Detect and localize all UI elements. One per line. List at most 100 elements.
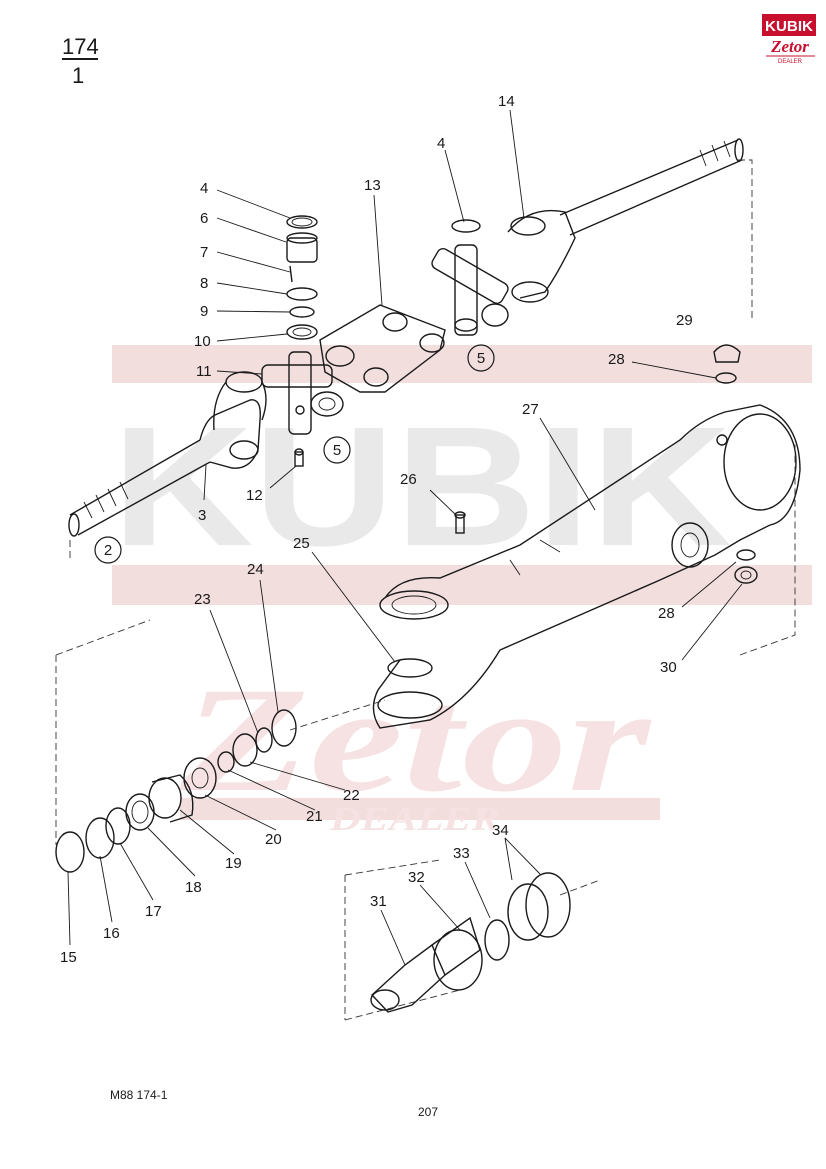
leader-34a [504, 837, 513, 881]
yoke-body-right [507, 209, 576, 299]
leader-21 [227, 769, 316, 811]
watermark-band-middle [112, 565, 812, 605]
breather-head [454, 511, 466, 519]
cross-cap-right [481, 303, 509, 327]
guide-bearing [289, 699, 386, 731]
watermark-band-top [112, 345, 812, 383]
yoke-eye-lower [229, 440, 259, 460]
leader-27 [539, 417, 596, 511]
breather-26 [454, 511, 466, 534]
leader-4a [216, 189, 291, 219]
washer-9 [289, 306, 315, 318]
link-body [319, 304, 446, 393]
page-ref-bottom: 1 [72, 63, 84, 88]
label-29: 29 [676, 312, 693, 329]
leader-23 [209, 609, 259, 734]
label-14: 14 [498, 93, 515, 110]
footer-page: 207 [418, 1105, 438, 1119]
label-25: 25 [293, 535, 310, 552]
bearing-cup-6-top [286, 232, 318, 244]
label-26: 26 [400, 471, 417, 488]
shaft-body [69, 439, 211, 536]
logo-line2: Zetor [770, 37, 809, 56]
kingpin-collar-32-face [433, 929, 483, 991]
axle-housing [372, 404, 801, 729]
watermark: KUBIK Zetor DEALER [112, 345, 812, 838]
bushing-25 [387, 658, 433, 678]
kingpin-31-end [370, 989, 400, 1011]
leader-7 [216, 251, 291, 273]
cross-cap-front [310, 391, 344, 417]
seal-23 [255, 727, 273, 753]
circlip-15 [55, 831, 85, 873]
callout-ring-5a [323, 436, 351, 464]
breather-body [455, 514, 465, 534]
shaft-end-right [734, 138, 744, 162]
leader-11 [216, 370, 263, 375]
cross-cap-bottom [454, 318, 478, 332]
leader-28a [631, 361, 717, 379]
leader-12 [269, 465, 297, 489]
link-eye-top [382, 312, 408, 332]
label-28b: 28 [658, 605, 675, 622]
label-9: 9 [200, 303, 208, 320]
callout-2: 2 [104, 542, 112, 559]
label-27: 27 [522, 401, 539, 418]
circlip-4-right [451, 219, 481, 233]
link-eye-bottom [363, 367, 389, 387]
watermark-brand: KUBIK [112, 392, 732, 582]
yoke-eye-upper-right [510, 216, 546, 236]
leader-26 [429, 489, 457, 516]
circlip-4 [286, 215, 318, 229]
guide-kingpin-top [344, 859, 441, 876]
logo-line1: KUBIK [765, 18, 813, 35]
label-21: 21 [306, 808, 323, 825]
leader-4b [444, 149, 465, 223]
half-shaft-right [507, 138, 744, 303]
ball-bearing-20-inner [191, 767, 209, 789]
washer-28-bottom [736, 549, 756, 561]
shaft-end [68, 513, 80, 537]
housing-flange [723, 413, 797, 511]
plug-head [713, 344, 741, 363]
grease-nipple-cross [295, 405, 305, 415]
callout-ring-2 [94, 536, 122, 564]
label-12: 12 [246, 487, 263, 504]
label-32: 32 [408, 869, 425, 886]
label-30: 30 [660, 659, 677, 676]
cross-arm-vertical [288, 351, 312, 435]
bearing-row [55, 709, 297, 873]
spacer-21 [217, 751, 235, 773]
leader-8 [216, 282, 288, 295]
leader-32 [419, 884, 461, 931]
guide-housing-right [739, 440, 796, 656]
housing-body [372, 404, 801, 729]
page-ref-top: 174 [62, 34, 99, 59]
leader-16 [99, 855, 113, 923]
label-22: 22 [343, 787, 360, 804]
label-19: 19 [225, 855, 242, 872]
ring-34a [507, 883, 549, 941]
label-6: 6 [200, 210, 208, 227]
callout-ring-5b [467, 344, 495, 372]
label-15: 15 [60, 949, 77, 966]
guide-ring-right [559, 879, 601, 896]
part-labels: 4 6 7 8 9 10 11 3 12 13 4 14 29 28 27 26… [60, 93, 693, 966]
label-16: 16 [103, 925, 120, 942]
kingpin-assembly [370, 872, 571, 1013]
leader-6 [216, 217, 287, 243]
needle-7 [289, 265, 293, 283]
kingpin-boss-bottom [377, 691, 443, 719]
leader-14 [509, 109, 525, 219]
label-8: 8 [200, 275, 208, 292]
leader-34b [504, 837, 541, 875]
cross-cap-inner [318, 397, 336, 411]
ball-bearing-20 [183, 757, 217, 799]
kingpin-collar-32 [431, 916, 481, 976]
label-7: 7 [200, 244, 208, 261]
housing-ribs [509, 539, 561, 576]
ring-22 [232, 733, 258, 767]
leader-30 [681, 583, 743, 661]
double-yoke-link [319, 304, 446, 393]
watermark-name: Zetor [179, 657, 653, 823]
